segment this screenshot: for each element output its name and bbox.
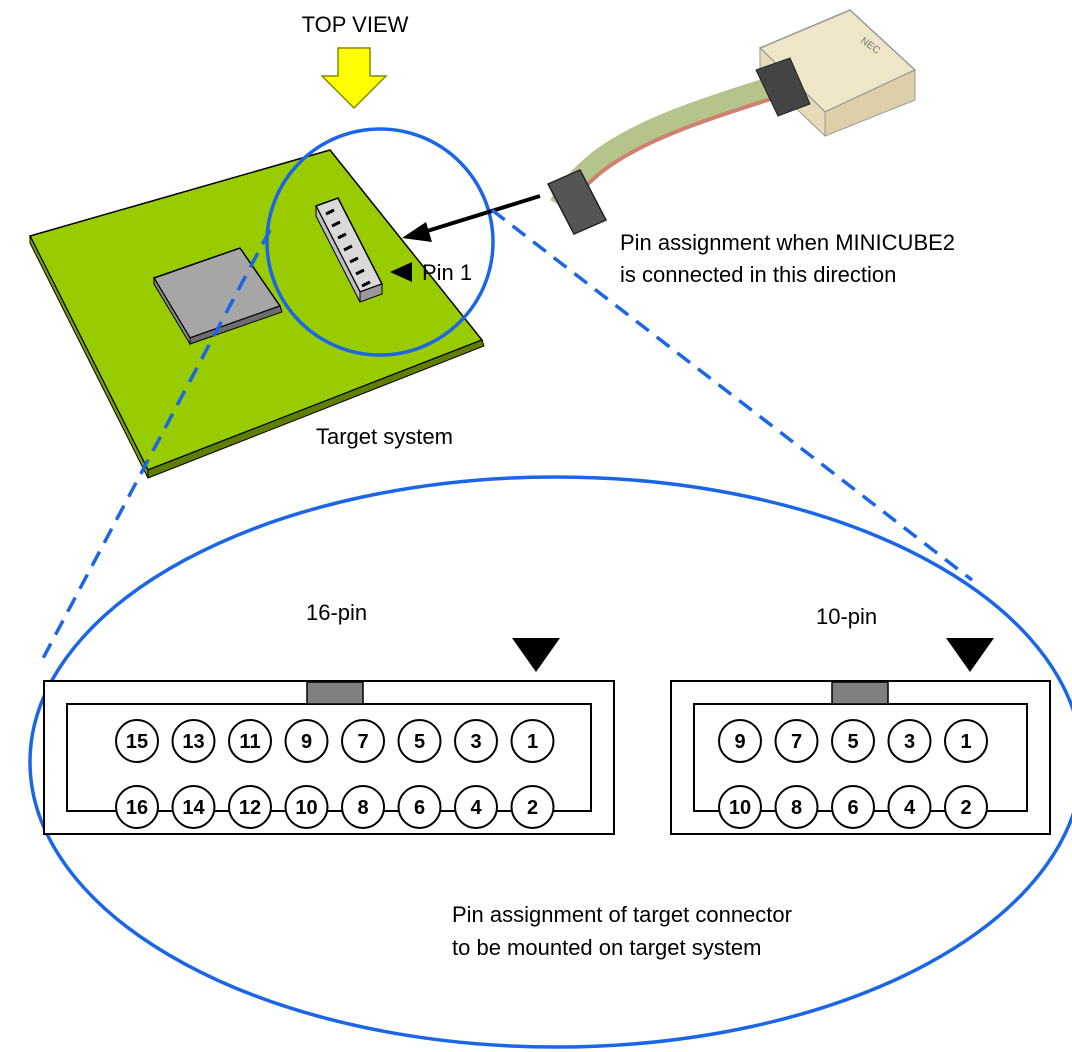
mount-note-line2: to be mounted on target system xyxy=(452,935,761,960)
callout-circle xyxy=(265,127,495,357)
pin-circle xyxy=(171,785,216,829)
pin-number: 1 xyxy=(960,731,971,753)
connector16-pin1-marker-icon xyxy=(512,638,560,672)
pin-number: 8 xyxy=(357,797,368,819)
pin-number: 10 xyxy=(729,797,751,819)
pin-circle xyxy=(284,785,329,829)
pin-circle xyxy=(718,719,762,763)
pin-circle xyxy=(341,719,385,763)
pin-circle xyxy=(228,785,272,829)
pin-number: 8 xyxy=(791,797,802,819)
pin-number: 3 xyxy=(470,731,481,753)
pin-number: 4 xyxy=(904,797,916,819)
pin-circle xyxy=(887,785,932,829)
direction-arrow-icon xyxy=(402,194,541,242)
pin-number: 3 xyxy=(904,731,915,753)
pin-number: 5 xyxy=(414,731,425,753)
pin-circle xyxy=(510,719,555,763)
pin-circle xyxy=(115,719,159,763)
minicube2-device-icon: NEC xyxy=(546,9,917,235)
pin-number: 2 xyxy=(527,797,538,819)
pin-number: 7 xyxy=(791,731,802,753)
detail-ellipse xyxy=(28,475,1072,1049)
pin-number: 6 xyxy=(847,797,858,819)
mount-note-line1: Pin assignment of target connector xyxy=(452,902,792,927)
pin1-label: Pin 1 xyxy=(422,260,472,285)
pin-circle xyxy=(831,719,875,763)
pin-circle xyxy=(397,785,442,829)
connector10: 9 7 5 3 1 10 8 6 4 2 xyxy=(670,680,1051,835)
board-connector-icon xyxy=(314,197,384,303)
pin-circle xyxy=(284,719,329,763)
pin-number: 15 xyxy=(126,731,148,753)
pin-number: 13 xyxy=(182,731,204,753)
pin-number: 14 xyxy=(182,797,205,819)
pin-number: 9 xyxy=(301,731,312,753)
projection-lines xyxy=(38,208,974,665)
pin-circle xyxy=(774,719,819,763)
pin-circle xyxy=(341,785,385,829)
connector10-key-notch xyxy=(831,681,889,705)
pin-number: 16 xyxy=(126,797,148,819)
connector10-pin1-marker-icon xyxy=(946,638,994,672)
minicube-note-line1: Pin assignment when MINICUBE2 xyxy=(620,230,955,255)
pin-circle xyxy=(831,785,875,829)
pin1-marker-icon xyxy=(390,262,412,282)
pin-number: 4 xyxy=(470,797,482,819)
pin-circle xyxy=(510,785,555,829)
minicube-note-line2: is connected in this direction xyxy=(620,262,896,287)
top-view-label: TOP VIEW xyxy=(302,12,409,37)
pin-number: 11 xyxy=(239,731,260,753)
pin-number: 2 xyxy=(960,797,971,819)
pin-circle xyxy=(944,785,988,829)
pin-circle xyxy=(718,785,762,829)
pin-circle xyxy=(228,719,272,763)
pin-number: 7 xyxy=(357,731,368,753)
top-view-arrow-icon xyxy=(320,47,388,110)
pin-circle xyxy=(454,719,498,763)
pin-number: 1 xyxy=(527,731,538,753)
connector16: 15 13 11 9 7 5 3 1 16 14 12 10 8 6 4 2 xyxy=(43,680,615,835)
pin-circle xyxy=(397,719,442,763)
pin-circle xyxy=(887,719,932,763)
pin-number: 6 xyxy=(414,797,425,819)
pin-circle xyxy=(774,785,819,829)
pin-circle xyxy=(171,719,216,763)
target-system-label: Target system xyxy=(316,424,453,449)
pin-circle xyxy=(115,785,159,829)
pin-number: 9 xyxy=(734,731,745,753)
connector16-key-notch xyxy=(306,681,364,705)
pin-number: 12 xyxy=(239,797,261,819)
pin-circle xyxy=(944,719,988,763)
connector10-title: 10-pin xyxy=(816,604,877,629)
connector16-title: 16-pin xyxy=(306,600,367,625)
pin-number: 5 xyxy=(847,731,858,753)
pin-circle xyxy=(454,785,498,829)
pin-number: 10 xyxy=(295,797,317,819)
